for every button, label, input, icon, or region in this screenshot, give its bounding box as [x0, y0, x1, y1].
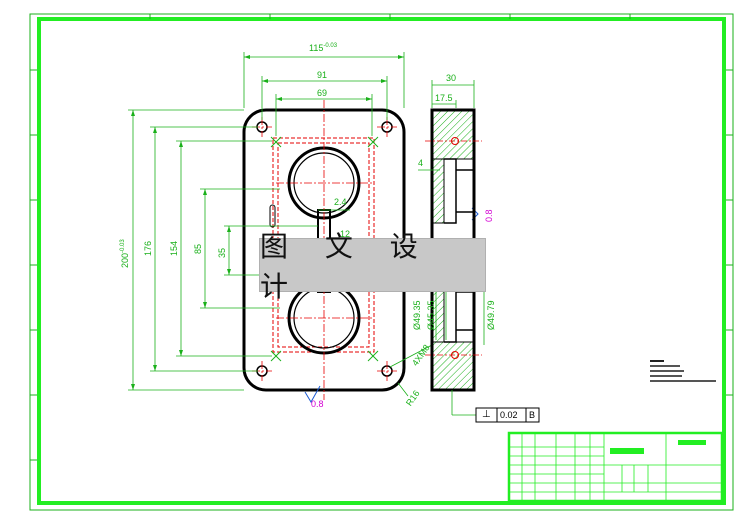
dim-91: 91 [317, 70, 328, 80]
title-block [507, 431, 724, 503]
watermark-text: 图 文 设 计 [260, 230, 432, 303]
dim-2-4: 2.4 [334, 197, 347, 207]
dim-115: 115-0.03 [309, 43, 338, 53]
dim-4: 4 [418, 158, 424, 168]
dim-30: 30 [446, 73, 457, 83]
dim-17-5: 17.5 [435, 93, 453, 103]
technical-notes [650, 360, 720, 382]
watermark-stamp: 图 文 设 计 [259, 230, 486, 303]
leaders [389, 344, 433, 397]
tolerance-frame [475, 407, 540, 423]
inner-frame [37, 17, 726, 505]
dim-35: 35 [217, 247, 227, 258]
tolerance-value: 0.02 [500, 410, 518, 420]
front-dimensions [128, 52, 405, 391]
roughness-bottom: 0.8 [311, 399, 324, 409]
dim-12: 12 [340, 229, 351, 239]
roughness-side: 0.8 [484, 209, 494, 222]
tolerance-symbol: ⊥ [482, 409, 491, 420]
pin-slot-left [269, 204, 276, 228]
diam-49-79: Ø49.79 [486, 300, 496, 330]
roughness-bottom-symbol [304, 385, 321, 403]
dim-85: 85 [193, 243, 203, 254]
dim-200: 200-0.03 [120, 239, 130, 268]
dim-176: 176 [143, 240, 153, 256]
dim-154: 154 [169, 240, 179, 256]
tolerance-datum: B [529, 410, 536, 420]
dim-69: 69 [317, 88, 328, 98]
outer-frame [29, 13, 734, 511]
zone-ticks [30, 14, 733, 461]
side-view [425, 108, 482, 392]
